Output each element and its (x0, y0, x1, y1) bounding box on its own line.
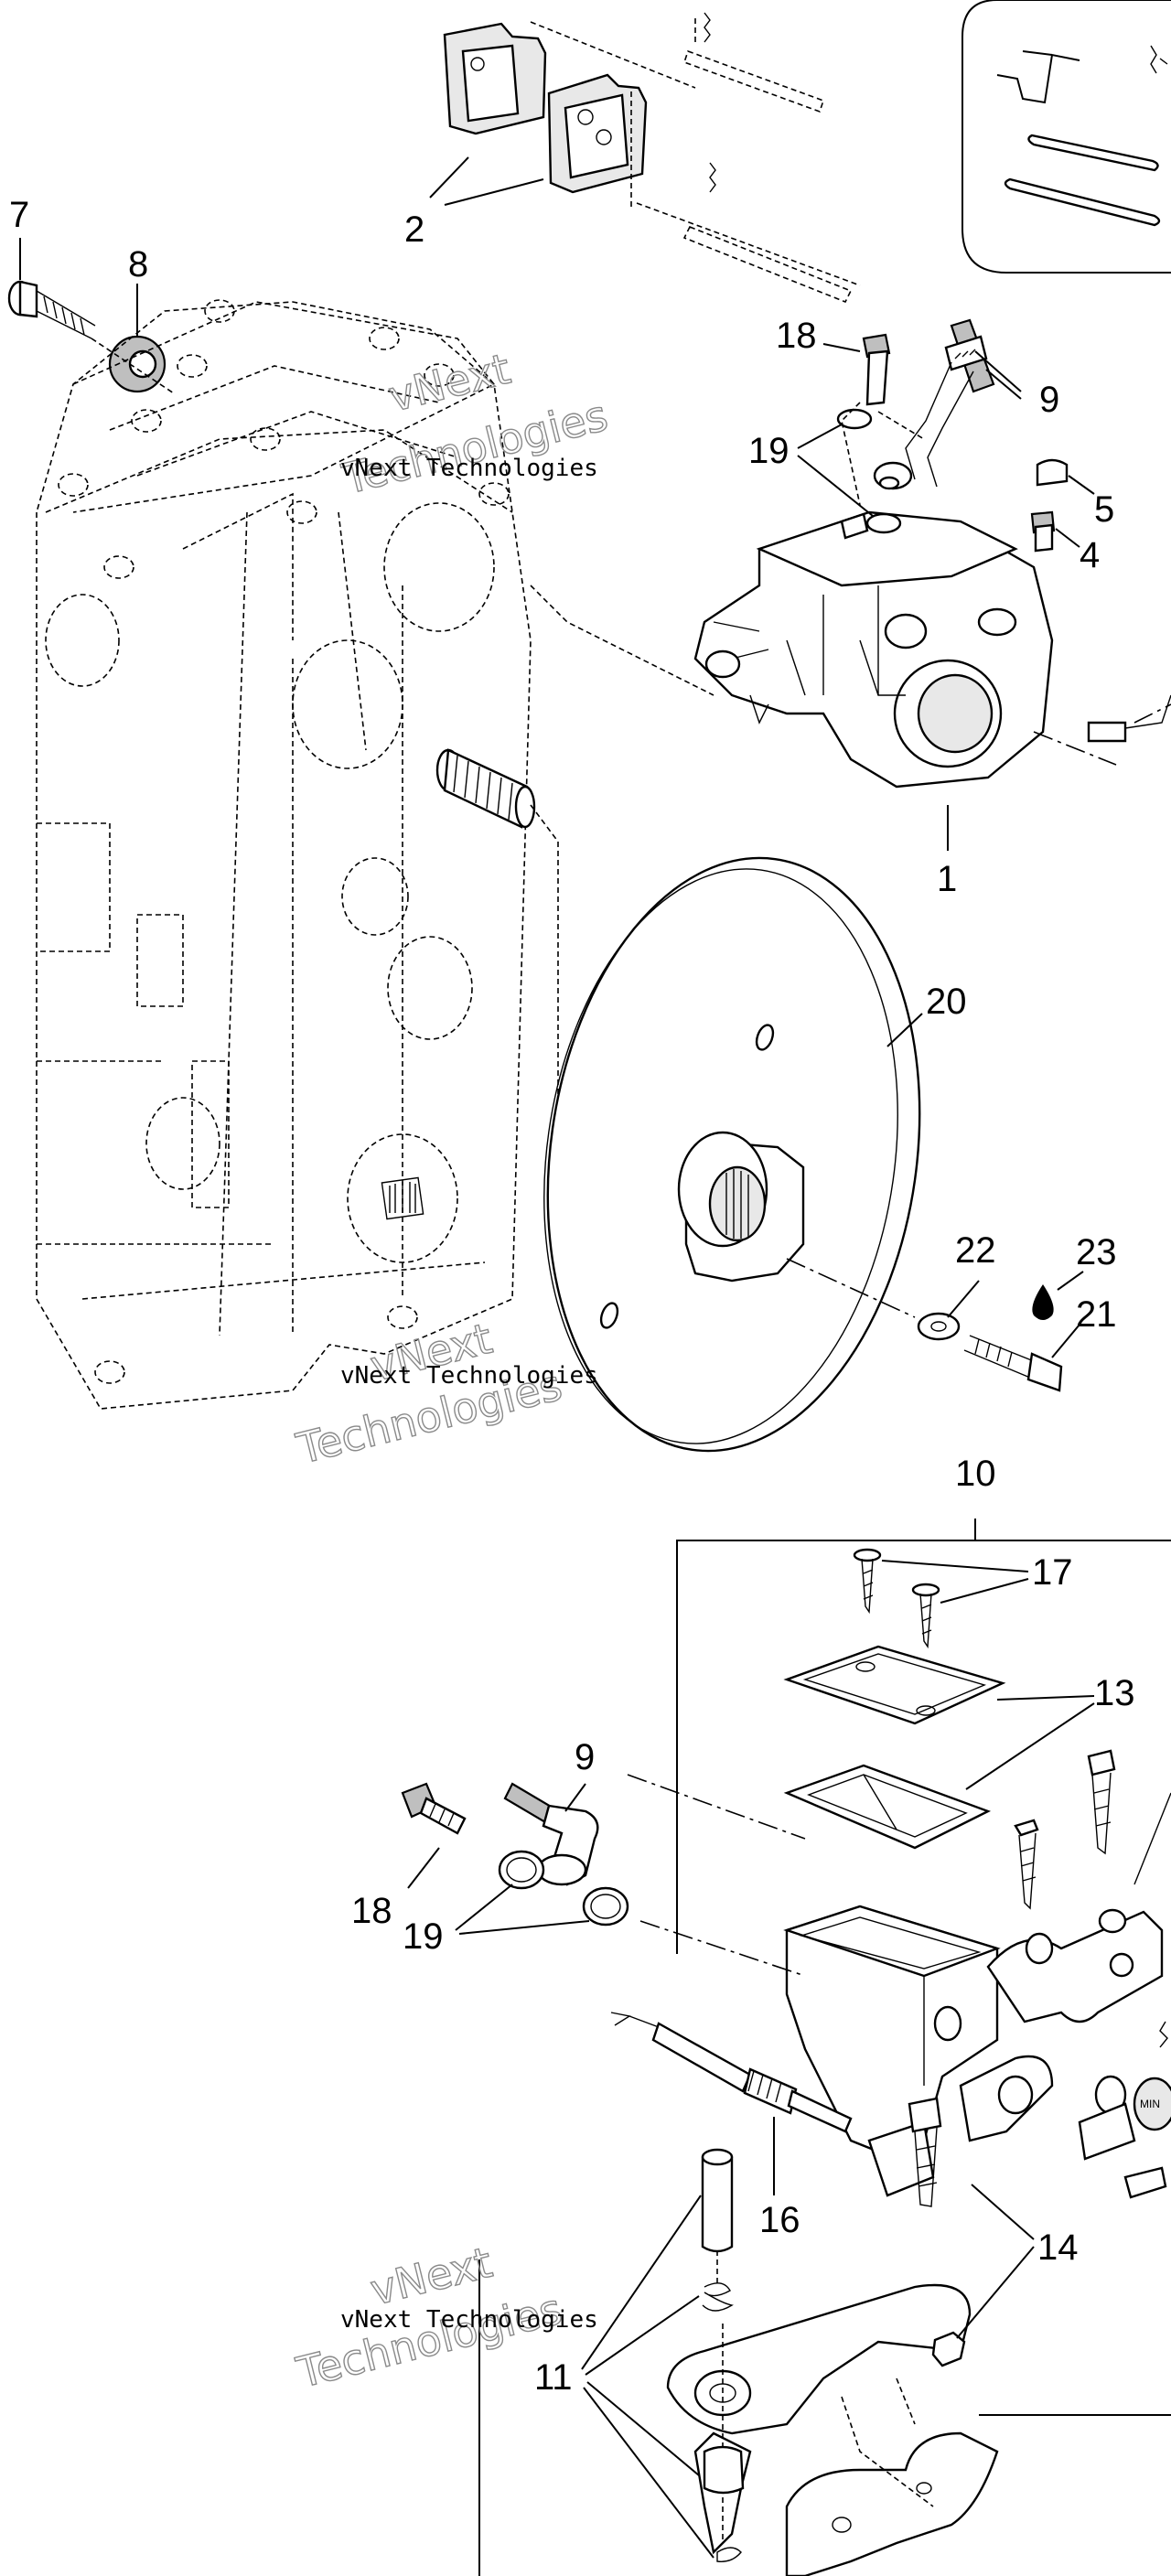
callout-21: 21 (1076, 1294, 1117, 1335)
leader-18-top (822, 343, 861, 352)
callout-1: 1 (937, 859, 957, 899)
leader-23 (1057, 1271, 1084, 1291)
leader-18-bottom (407, 1847, 440, 1889)
bleeder-fitting (1087, 694, 1171, 743)
master-cylinder-body (783, 1905, 1164, 2197)
callout-13: 13 (1094, 1673, 1135, 1713)
svg-text:vNext Technologies: vNext Technologies (340, 455, 598, 482)
brake-pads (443, 22, 648, 194)
brake-hose-9-bottom (503, 1782, 599, 1886)
leader-20 (886, 1013, 923, 1047)
watermark-middle: vNext Technologies vNext Technologies (291, 1313, 598, 1475)
washer-8 (108, 335, 167, 393)
callout-5: 5 (1094, 489, 1114, 530)
callout-16: 16 (759, 2200, 800, 2240)
reservoir-cap-min: MIN (1078, 2021, 1171, 2199)
svg-text:vNext Technologies: vNext Technologies (340, 1362, 598, 1390)
bolt-7 (7, 280, 96, 339)
callout-2: 2 (404, 209, 424, 250)
seal-rings-19-top (836, 408, 902, 534)
gearcase-output-shaft (435, 748, 536, 829)
leader-21 (1051, 1324, 1080, 1358)
gearcase-phantom (36, 299, 532, 1410)
leader-22 (947, 1280, 980, 1318)
svg-text:MIN: MIN (1140, 2098, 1160, 2110)
pivot-bolt (908, 2097, 966, 2367)
leader-14 (956, 2184, 1035, 2339)
callout-9-bottom: 9 (575, 1737, 595, 1777)
master-cylinder-group-frame (676, 1519, 1171, 1954)
callout-19-bottom: 19 (403, 1916, 444, 1957)
callout-14: 14 (1037, 2227, 1079, 2268)
pad-pin-guide (530, 21, 861, 286)
callout-7: 7 (9, 195, 29, 235)
leader-19-bottom (455, 1884, 590, 1935)
callout-4: 4 (1080, 535, 1100, 575)
threadlocker-drop-23 (1032, 1284, 1054, 1320)
leader-13 (965, 1695, 1095, 1790)
bleeder-cap-5 (1036, 458, 1069, 487)
callout-10: 10 (955, 1454, 996, 1494)
callout-19-top: 19 (748, 431, 790, 471)
svg-text:vNext Technologies: vNext Technologies (340, 2306, 598, 2334)
pin-spring-clip-11 (701, 2148, 745, 2562)
callout-22: 22 (955, 1230, 996, 1271)
banjo-bolt-18-top (862, 333, 891, 406)
brake-hose-9-top (873, 318, 995, 490)
watermark-top: vNext Technologies vNext Technologies (337, 343, 613, 505)
callout-9-top: 9 (1039, 380, 1059, 420)
pad-pins (630, 12, 853, 304)
screws-17 (853, 1548, 940, 1649)
banjo-bolt-18-bottom (401, 1782, 467, 1835)
inset-box-hardware (962, 0, 1171, 274)
leader-9-top (974, 350, 1022, 400)
brake-disc-20 (543, 856, 921, 1453)
leader-11 (581, 2195, 714, 2559)
seal-rings-19-bottom (498, 1850, 629, 1927)
push-rod-16 (610, 2012, 853, 2133)
clamp-bolts (1014, 1749, 1171, 1910)
leader-2 (429, 156, 544, 206)
caliper-1 (693, 510, 1054, 789)
leader-5 (1068, 475, 1095, 495)
callout-8: 8 (128, 244, 148, 284)
callout-20: 20 (926, 982, 967, 1022)
svg-text:vNext: vNext (384, 344, 515, 422)
svg-text:Technologies: Technologies (338, 391, 613, 504)
bolt-21 (963, 1335, 1063, 1392)
callout-17: 17 (1032, 1552, 1073, 1593)
leader-4 (1055, 528, 1080, 548)
leader-19-top (797, 424, 874, 517)
leader-9-bottom (564, 1783, 586, 1812)
washer-22 (917, 1312, 961, 1341)
callout-18-top: 18 (776, 316, 817, 356)
callout-23: 23 (1076, 1232, 1117, 1272)
callout-18-bottom: 18 (351, 1891, 392, 1931)
brake-lever (666, 2283, 999, 2576)
leader-17 (881, 1560, 1029, 1604)
reservoir-cover-13 (783, 1645, 1006, 1850)
bleeder-screw-4 (1030, 510, 1056, 553)
callout-11: 11 (534, 2357, 573, 2398)
